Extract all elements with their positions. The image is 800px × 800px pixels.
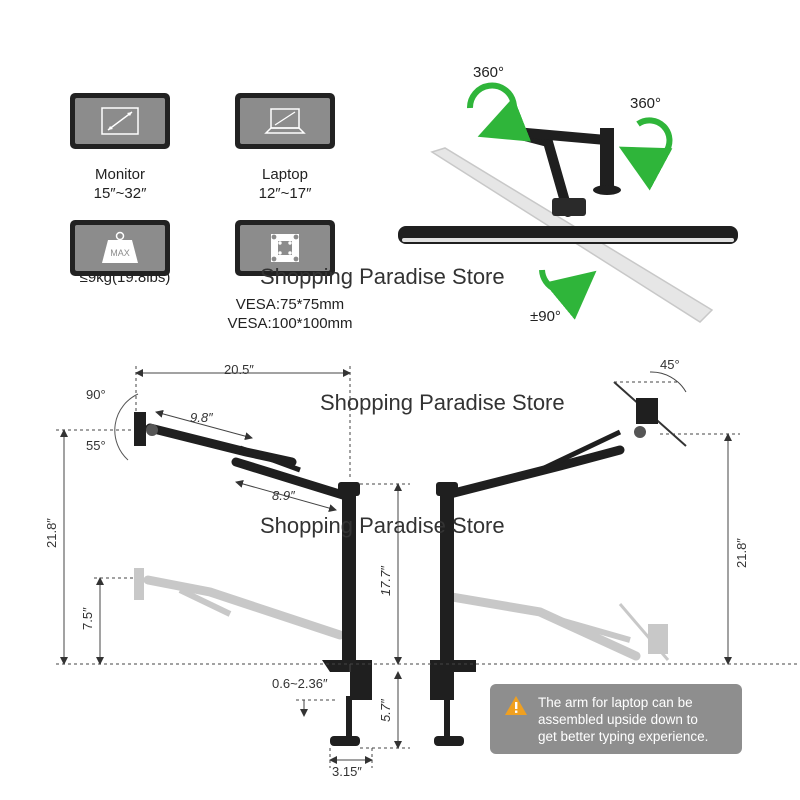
laptop-spec-label: Laptop 12″~17″ [235,165,335,203]
rotation-top-label: 360° [473,64,505,81]
monitor-pole [342,482,356,666]
monitor-width-label: 20.5″ [224,362,254,377]
rotation-tilt-label: ±90° [530,308,561,325]
weight-spec-label: ≤9kg(19.8lbs) [79,269,171,286]
monitor-arm2-label: 8.9″ [272,488,295,503]
weight-spec-box: MAX [70,220,170,276]
laptop-diagonal-icon [264,108,306,134]
laptop-label: Laptop [262,166,308,183]
laptop-arm-lower [445,445,625,499]
monitor-side-stand [114,393,372,746]
rotate-top-arrow-icon [466,82,532,142]
dimension-lines [56,366,800,768]
rotation-right-label: 360° [630,95,662,112]
laptop-height-label: 21.8″ [734,538,749,568]
laptop-tilt-label: 45° [660,357,680,372]
watermark-top: Shopping Paradise Store [260,264,505,289]
warning-icon [505,696,527,715]
laptop-spec-box [235,93,335,149]
vesa-spec-label: VESA:75*75mm VESA:100*100mm [210,295,370,333]
watermark-bottom: Shopping Paradise Store [260,513,505,538]
vesa-pattern-icon [271,234,299,262]
note-line1: The arm for laptop can be [538,695,693,710]
laptop-pole-label: 17.7″ [378,566,393,596]
monitor-clamp [322,660,372,700]
note-line3: get better typing experience. [538,729,709,744]
vesa-spec-box [235,220,335,276]
vesa-line2: VESA:100*100mm [227,315,353,332]
rotate-right-arrow-icon [618,117,673,191]
monitor-diagonal-icon [101,107,139,135]
monitor-spec-label: Monitor 15″~32″ [70,165,170,203]
laptop-side-stand [430,381,687,746]
laptop-clamp [430,660,476,700]
watermark-middle: Shopping Paradise Store [320,390,565,415]
rotation-illustration [398,82,738,323]
note-line2: assembled upside down to [538,712,698,727]
laptop-arm-note: The arm for laptop can be assembled upsi… [490,684,742,754]
clamp-thickness-label: 0.6~2.36″ [272,676,328,691]
monitor-arm1-label: 9.8″ [190,410,213,425]
monitor-label: Monitor [94,166,146,183]
weight-max-icon: MAX [102,231,138,263]
monitor-lower-label: 7.5″ [80,607,95,630]
monitor-tilt-up-label: 90° [86,387,106,402]
vesa-line1: VESA:75*75mm [235,296,345,313]
clamp-base-label: 3.15″ [332,764,362,779]
monitor-height-label: 21.8″ [44,518,59,548]
tilt-arrow-icon [539,269,597,320]
monitor-range: 15″~32″ [93,185,147,202]
monitor-tilt-down-label: 55° [86,438,106,453]
laptop-range: 12″~17″ [258,185,312,202]
laptop-pole [440,482,454,666]
weight-max-badge: MAX [110,248,130,258]
clamp-depth-label: 5.7″ [378,699,393,722]
pole-top [600,128,614,190]
monitor-spec-box [70,93,170,149]
